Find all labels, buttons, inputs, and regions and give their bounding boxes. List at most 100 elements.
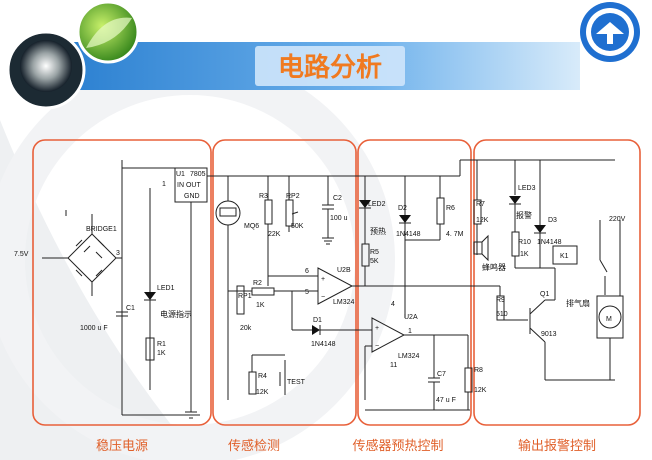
pin-3-label: 3 xyxy=(116,250,120,257)
test-label: TEST xyxy=(287,379,306,386)
c2-label: C2 xyxy=(333,195,342,202)
block-frame-alarm xyxy=(473,139,641,426)
svg-text:+: + xyxy=(321,276,325,283)
pin-4-label: 4 xyxy=(391,301,395,308)
c1-value: 1000 u F xyxy=(80,325,108,332)
fan-label: 排气扇 xyxy=(566,298,590,308)
r10-value: 1K xyxy=(520,251,529,258)
pin-1-label: 1 xyxy=(162,181,166,188)
capacitor-c2 xyxy=(322,176,334,245)
u1-label: U1 xyxy=(176,171,185,178)
rp2-label: RP2 xyxy=(286,193,300,200)
leaf-image xyxy=(76,0,140,64)
r9-label: R9 xyxy=(496,297,505,304)
led3-label: LED3 xyxy=(518,185,536,192)
transistor-q1 xyxy=(529,299,555,380)
c7-label: C7 xyxy=(437,371,446,378)
d1-label: D1 xyxy=(313,317,322,324)
led1-label: LED1 xyxy=(157,285,175,292)
d2-value: 1N4148 xyxy=(396,231,421,238)
bridge-rectifier xyxy=(42,210,122,296)
r9-value: 510 xyxy=(496,311,508,318)
caption-alarm: 输出报警控制 xyxy=(518,438,596,454)
ground-symbol xyxy=(185,411,197,419)
u2b-part: LM324 xyxy=(333,299,355,306)
caption-power: 稳压电源 xyxy=(96,438,148,454)
relay-k1 xyxy=(552,245,578,265)
u2b-label: U2B xyxy=(337,267,351,274)
r4-label: R4 xyxy=(258,373,267,380)
test-switch xyxy=(279,360,286,395)
led2-label: LED2 xyxy=(368,201,386,208)
q1-value: 9013 xyxy=(541,331,557,338)
opamp-u2b: + − xyxy=(317,267,354,305)
relay-contact xyxy=(599,259,608,273)
pin-5-label: 5 xyxy=(305,289,309,296)
d3-value: 1N4148 xyxy=(537,239,562,246)
resistor-r1 xyxy=(145,337,155,361)
r6-label: R6 xyxy=(446,205,455,212)
pin-6-label: 6 xyxy=(305,268,309,275)
vin-label: 7.5V xyxy=(14,251,29,258)
r7-label: R7 xyxy=(476,201,485,208)
rp1-label: RP1 xyxy=(238,293,252,300)
r6-value: 4. 7M xyxy=(446,231,464,238)
capacitor-c7 xyxy=(428,335,440,410)
svg-text:−: − xyxy=(375,343,379,350)
rp1-value: 20k xyxy=(240,325,252,332)
led1-symbol xyxy=(144,292,156,301)
svg-text:−: − xyxy=(321,294,325,301)
caption-sensing: 传感检测 xyxy=(228,438,280,454)
buzzer-label: 蜂鸣器 xyxy=(482,262,506,272)
rp2-wiper xyxy=(291,211,299,215)
reg-pins-label: IN OUT xyxy=(177,182,201,189)
d3-label: D3 xyxy=(548,217,557,224)
potentiometer-rp1 xyxy=(236,285,245,315)
r7-value: 12K xyxy=(476,217,489,224)
r3-label: R3 xyxy=(259,193,268,200)
buzzer-symbol xyxy=(473,234,489,262)
block-frame-power xyxy=(32,139,212,426)
q1-label: Q1 xyxy=(540,291,549,298)
block-frame-preheat xyxy=(357,139,472,426)
rp2-value: 50K xyxy=(291,223,304,230)
led1-text: 电源指示 xyxy=(160,309,192,319)
c7-value: 47 u F xyxy=(436,397,456,404)
r8-value: 12K xyxy=(474,387,487,394)
capacitor-c1 xyxy=(116,311,128,317)
bridge-label: BRIDGE1 xyxy=(86,226,117,233)
k1-label: K1 xyxy=(560,253,569,260)
motor-label: M xyxy=(606,316,612,323)
svg-text:+: + xyxy=(375,325,379,332)
pin-11-label: 11 xyxy=(390,362,397,369)
reg-gnd-label: GND xyxy=(184,193,200,200)
u2a-part: LM324 xyxy=(398,353,420,360)
r10-label: R10 xyxy=(518,239,531,246)
u2a-label: U2A xyxy=(404,314,418,321)
r2-label: R2 xyxy=(253,280,262,287)
d2-label: D2 xyxy=(398,205,407,212)
led2-text: 预热 xyxy=(370,226,386,236)
page-title: 电路分析 xyxy=(278,52,382,83)
mq6-label: MQ6 xyxy=(244,223,259,230)
r8-label: R8 xyxy=(474,367,483,374)
caption-preheat: 传感器预热控制 xyxy=(352,438,443,454)
c2-value: 100 u xyxy=(330,215,348,222)
reg-label: 7805 xyxy=(190,171,206,178)
opamp-u2a: + − xyxy=(371,317,406,353)
r5-label: R5 xyxy=(370,249,379,256)
led3-text: 报警 xyxy=(516,210,532,220)
gas-sensor-mq6 xyxy=(215,176,241,400)
title-panel xyxy=(255,46,405,86)
ac-label: 220V xyxy=(609,216,626,223)
r5-value: 5K xyxy=(370,258,379,265)
block-frame-sensing xyxy=(212,139,357,426)
r1-value: 1K xyxy=(157,350,166,357)
c1-label: C1 xyxy=(126,305,135,312)
r2-value: 1K xyxy=(256,302,265,309)
r1-label: R1 xyxy=(157,341,166,348)
r4-value: 12K xyxy=(256,389,269,396)
r3-value: 22K xyxy=(268,231,281,238)
